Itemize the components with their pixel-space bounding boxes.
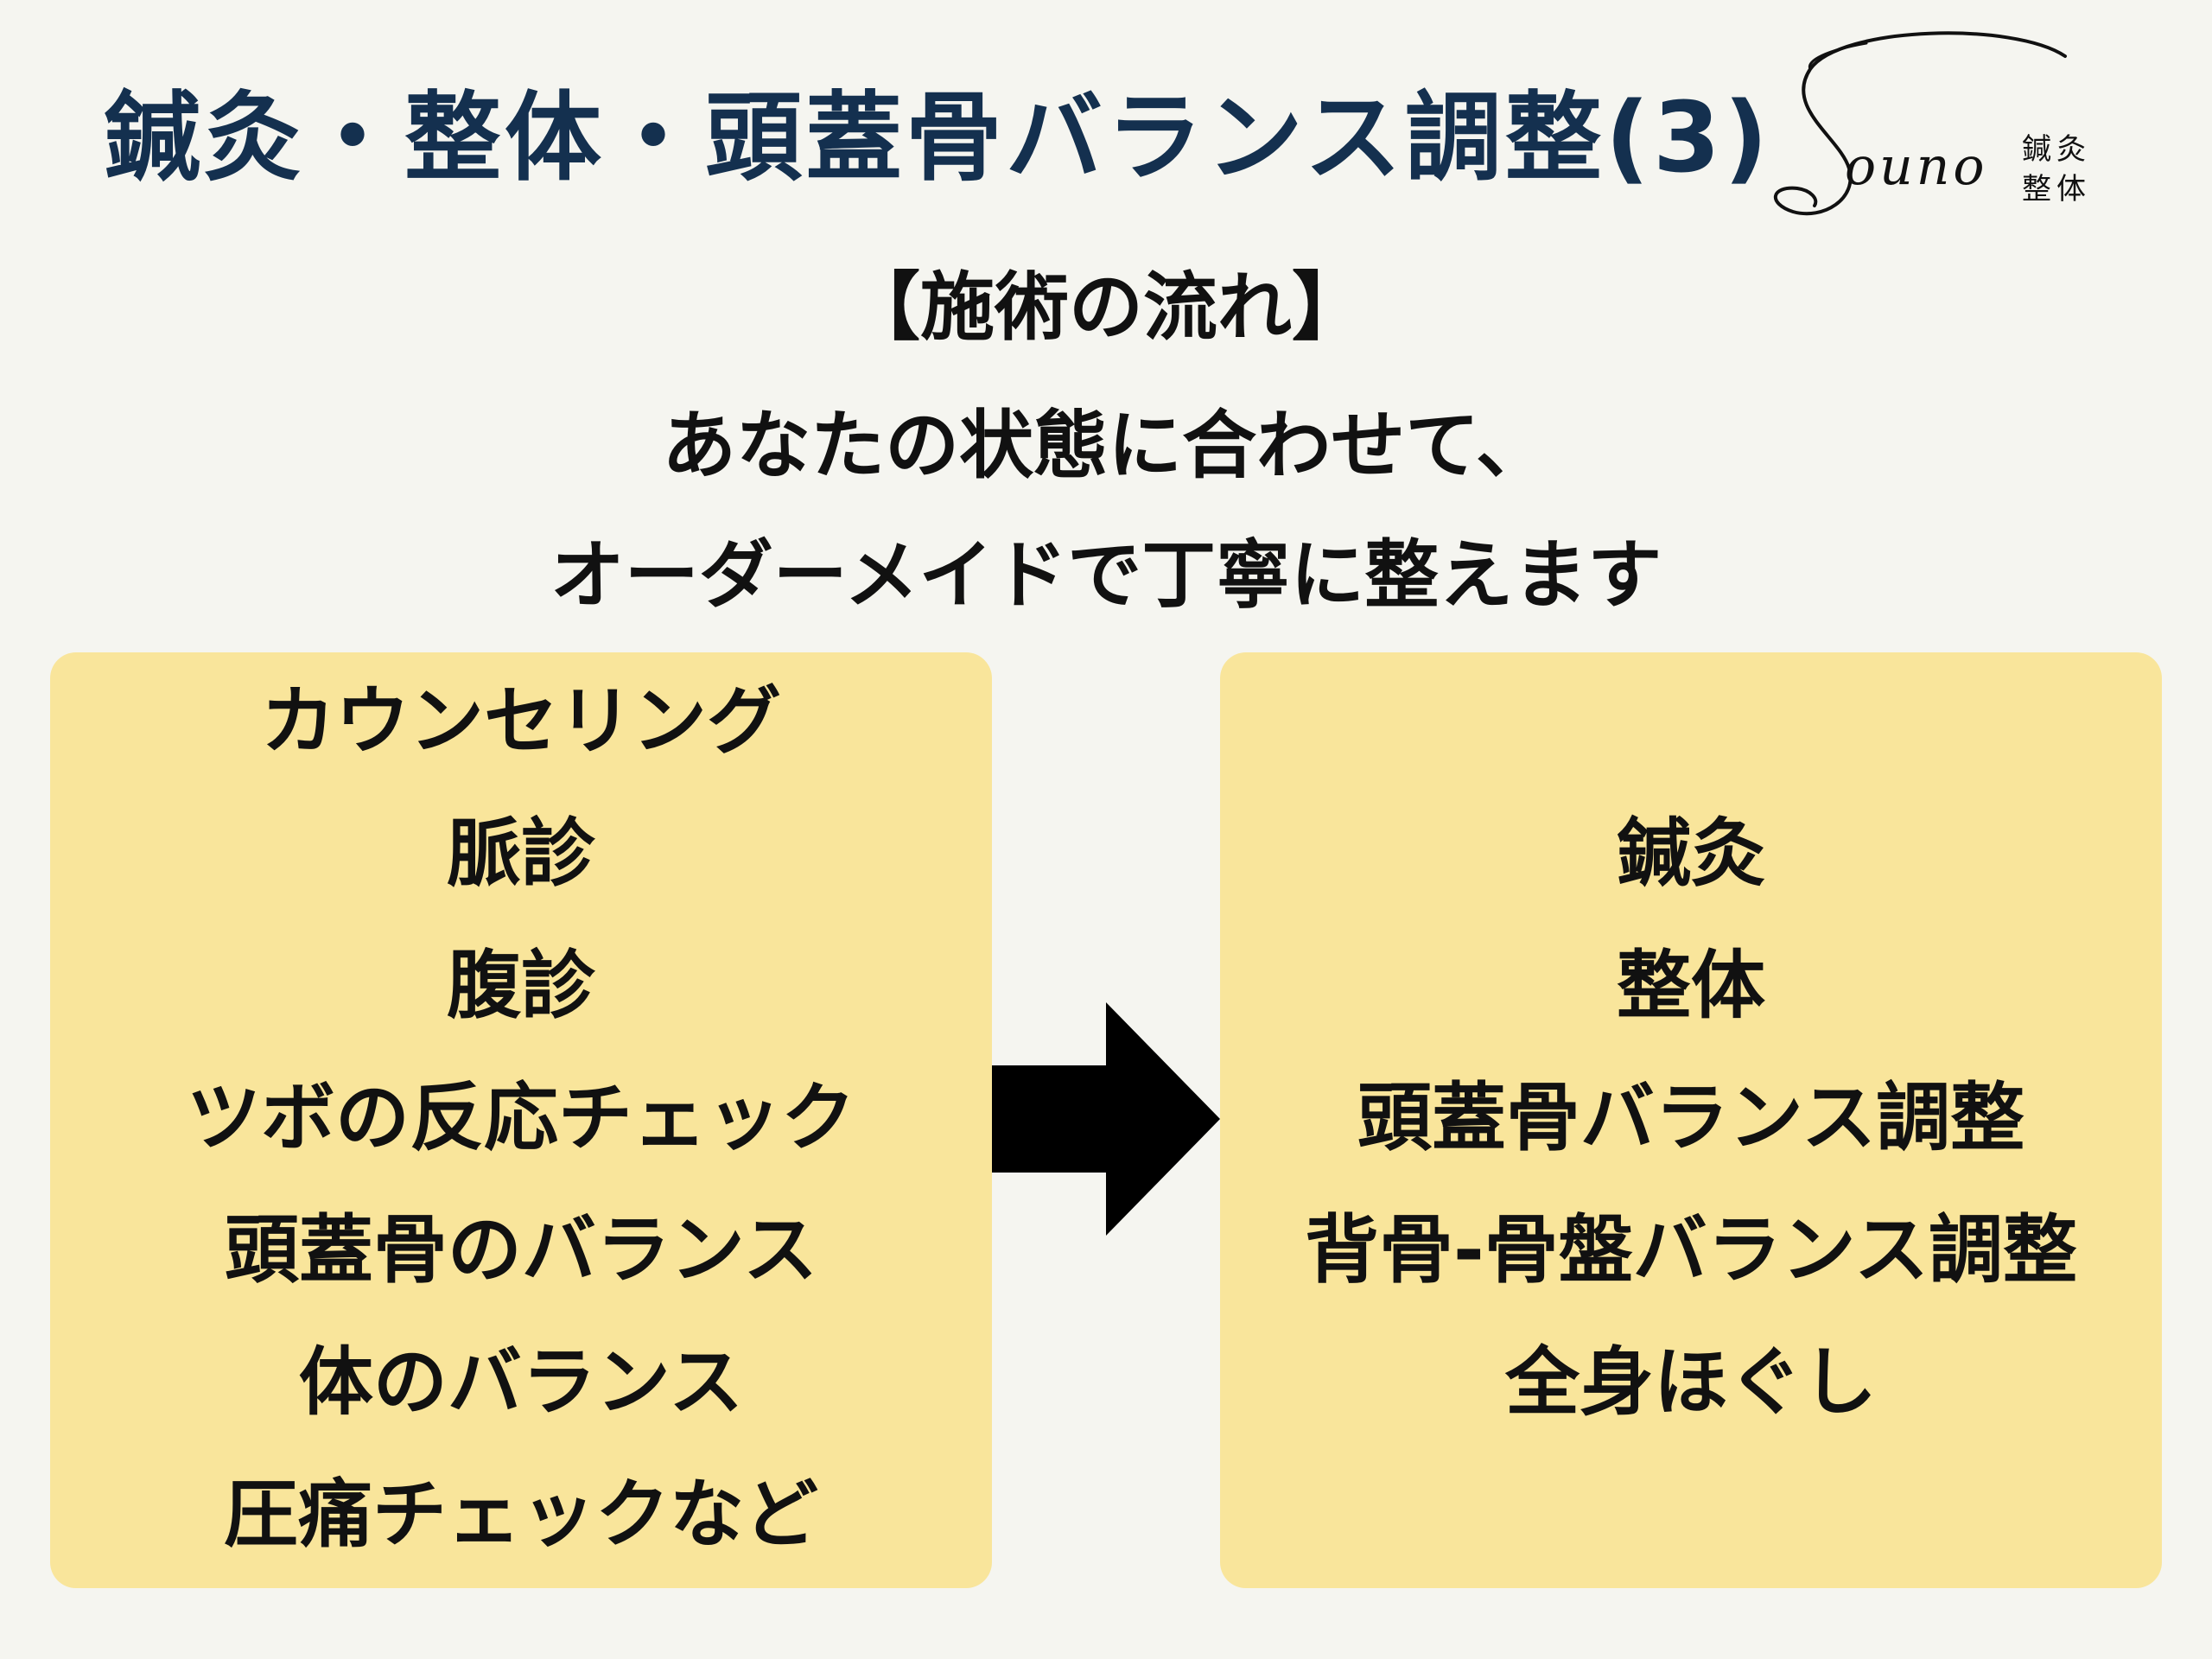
assessment-item: 頭蓋骨のバランス [224,1207,818,1294]
assessment-item: 圧痛チェックなど [224,1471,818,1558]
logo-s-flourish-icon [1774,31,2067,216]
assessment-item: カウンセリング [261,678,781,765]
treatment-item: 頭蓋骨バランス調整 [1357,1075,2025,1161]
assessment-item: 腹診 [447,943,595,1029]
treatment-item: 全身ほぐし [1505,1339,1877,1426]
treatment-item: 整体 [1617,943,1765,1029]
logo-subtitle-line2: 整体 [2022,172,2091,207]
logo-subtitle: 鍼灸 整体 [2022,130,2091,209]
brand-logo: ouno 鍼灸 整体 [1745,17,2108,233]
section-heading: 【施術の流れ】 [846,264,1366,351]
treatment-item: 背骨-骨盤バランス調整 [1305,1207,2077,1294]
arrow-right-icon [992,1002,1220,1239]
assessment-item: ツボの反応チェック [187,1075,855,1161]
intro-line-2: オーダーメイドで丁寧に整えます [550,532,1662,619]
treatment-item: 鍼灸 [1617,810,1765,897]
logo-subtitle-line1: 鍼灸 [2022,132,2091,167]
assessment-item: 体のバランス [298,1339,744,1426]
logo-wordmark: ouno [1845,137,1988,197]
assessment-box: カウンセリング 脈診 腹診 ツボの反応チェック 頭蓋骨のバランス 体のバランス … [50,652,992,1588]
intro-line-1: あなたの状態に合わせて、 [662,403,1550,489]
page-title: 鍼灸・整体・頭蓋骨バランス調整(3) [104,82,1772,194]
assessment-item: 脈診 [447,810,595,897]
treatment-box: 鍼灸 整体 頭蓋骨バランス調整 背骨-骨盤バランス調整 全身ほぐし [1220,652,2162,1588]
